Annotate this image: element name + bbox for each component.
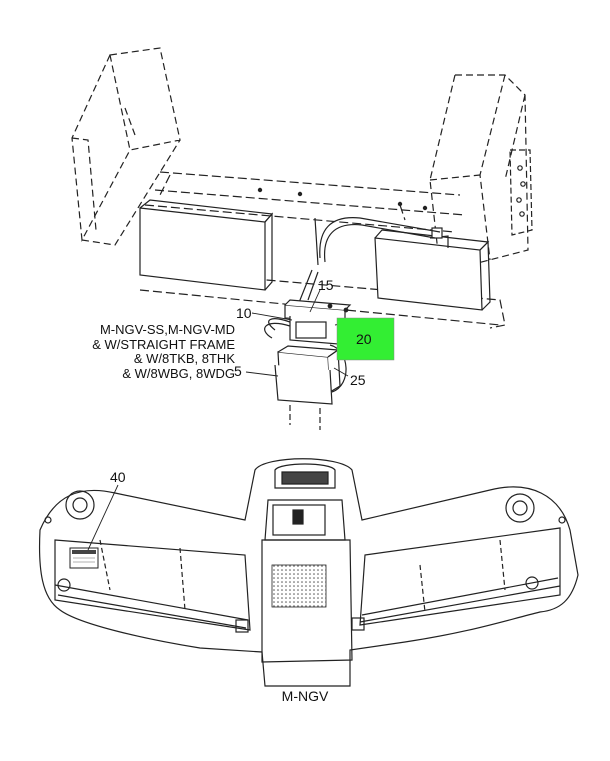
note-line-1: M-NGV-SS,M-NGV-MD (99, 322, 235, 337)
right-speaker (505, 493, 535, 523)
battery-cable (319, 217, 441, 259)
crossmember (139, 171, 506, 329)
right-end-plate (509, 149, 533, 236)
frame-assembly (71, 47, 533, 329)
diagram-caption: M-NGV (281, 688, 329, 704)
leader-line-40 (87, 484, 119, 551)
note-line-4: & W/8WBG, 8WDG (122, 365, 235, 381)
note-line-3: & W/8TKB, 8THK (133, 351, 235, 366)
speaker-grille (271, 564, 327, 608)
left-battery-box (139, 199, 274, 291)
callout-15[interactable]: 15 (318, 277, 334, 293)
callout-5[interactable]: 5 (234, 363, 242, 379)
callout-10[interactable]: 10 (236, 305, 252, 321)
leader-lines-upper (245, 289, 351, 377)
battery-disconnect-shroud (274, 344, 347, 430)
left-frame-bracket (71, 47, 181, 246)
callout-25[interactable]: 25 (350, 372, 366, 388)
callout-40[interactable]: 40 (110, 469, 126, 485)
note-line-2: & W/STRAIGHT FRAME (92, 336, 235, 352)
right-battery-box (374, 227, 491, 311)
applicability-note: M-NGV-SS,M-NGV-MD & W/STRAIGHT FRAME & W… (40, 322, 235, 381)
callout-20[interactable]: 20 (356, 331, 372, 347)
left-speaker (65, 490, 95, 520)
callout-20-highlight[interactable] (336, 317, 395, 361)
switch-mount (264, 299, 352, 345)
warning-label (69, 547, 99, 569)
